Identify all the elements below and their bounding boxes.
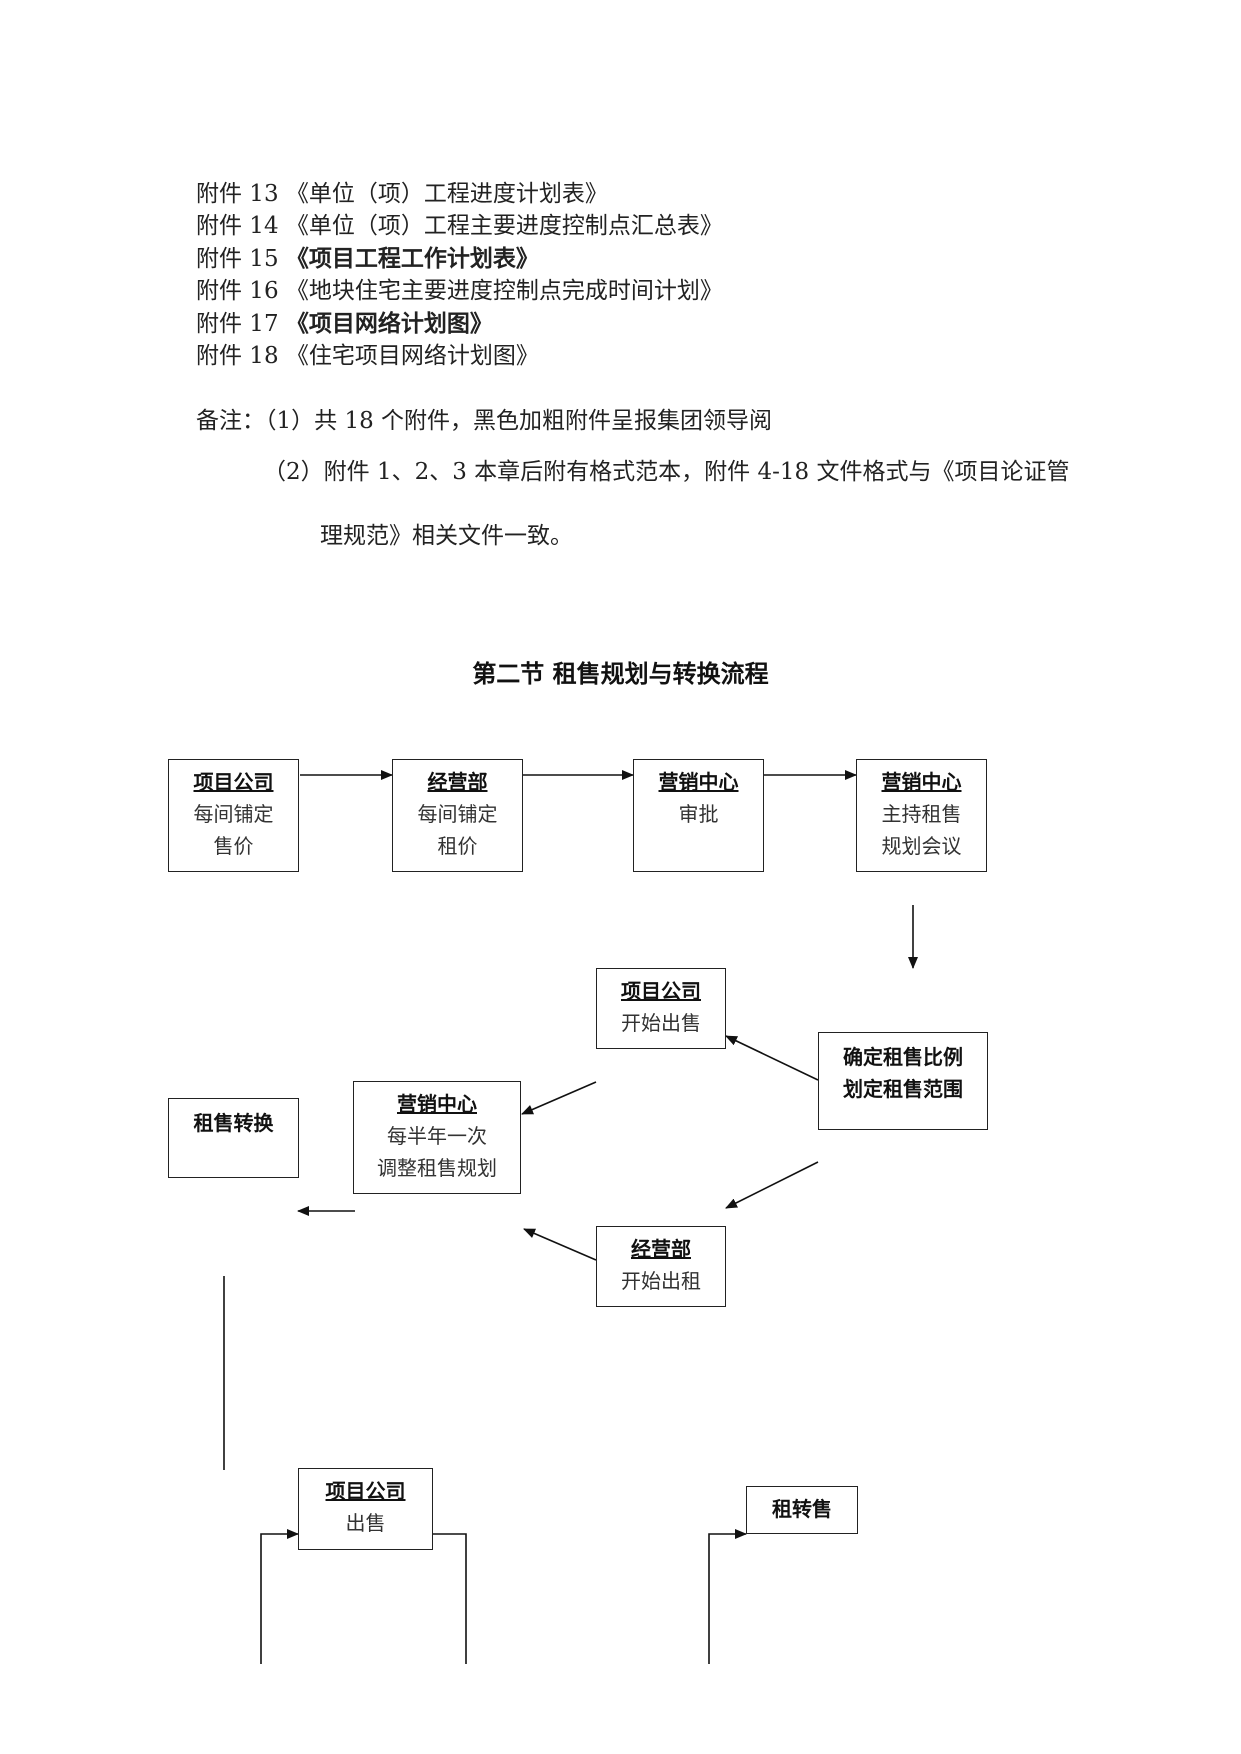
box-rent-sale-conversion-label: 租售转换 [193,1111,274,1135]
arrow-left-b11 [708,1529,747,1664]
box-project-company-start-sale-head: 项目公司 [621,979,701,1003]
arrow-b6-b9 [725,1161,819,1209]
box-operations-start-rent-head: 经营部 [631,1237,691,1261]
box-marketing-approve: 营销中心 审批 [633,759,764,872]
attachment-13: 附件 13 《单位（项）工程进度计划表》 [196,180,608,208]
box-project-company-price-line2: 售价 [213,834,254,858]
attachment-14-title: 《单位（项）工程主要进度控制点汇总表》 [285,213,723,239]
note-line-1: 备注：（1）共 18 个附件，黑色加粗附件呈报集团领导阅 [196,408,773,434]
box-marketing-approve-line1: 审批 [678,802,719,826]
attachment-17-title: 《项目网络计划图》 [285,311,493,337]
attachment-18: 附件 18 《住宅项目网络计划图》 [196,342,539,370]
attachment-15-title: 《项目工程工作计划表》 [285,246,539,272]
attachment-13-number: 附件 13 [196,181,286,207]
box-rent-to-sale: 租转售 [746,1486,858,1534]
arrow-b9-b7 [523,1228,597,1261]
attachment-18-title: 《住宅项目网络计划图》 [285,343,539,369]
box-project-company-price-head: 项目公司 [193,770,274,794]
arrow-left-b10 [260,1529,299,1664]
arrow-b5-b7 [521,1081,597,1115]
box-operations-start-rent: 经营部 开始出租 [596,1226,726,1307]
box-project-company-sell-head: 项目公司 [325,1479,406,1503]
box-ratio-scope-line1: 确定租售比例 [843,1045,963,1069]
box-operations-rent-line1: 每间铺定 [417,802,498,826]
note-line-2: （2）附件 1、2、3 本章后附有格式范本，附件 4-18 文件格式与《项目论证… [263,459,1070,485]
box-project-company-start-sale-line1: 开始出售 [621,1011,701,1035]
attachment-16-title: 《地块住宅主要进度控制点完成时间计划》 [285,278,723,304]
box-marketing-meeting-line1: 主持租售 [881,802,962,826]
note-line-3: 理规范》相关文件一致。 [320,523,573,549]
box-marketing-adjust-line2: 调整租售规划 [377,1156,497,1180]
box-marketing-adjust: 营销中心 每半年一次 调整租售规划 [353,1081,521,1194]
attachment-13-title: 《单位（项）工程进度计划表》 [285,181,608,207]
box-ratio-scope: 确定租售比例 划定租售范围 [818,1032,988,1130]
attachment-16-number: 附件 16 [196,278,286,304]
box-project-company-start-sale: 项目公司 开始出售 [596,968,726,1049]
box-project-company-price-line1: 每间铺定 [193,802,274,826]
attachment-16: 附件 16 《地块住宅主要进度控制点完成时间计划》 [196,277,723,305]
box-marketing-meeting: 营销中心 主持租售 规划会议 [856,759,987,872]
box-marketing-meeting-line2: 规划会议 [881,834,962,858]
box-operations-start-rent-line1: 开始出租 [621,1269,701,1293]
section-title: 第二节 租售规划与转换流程 [472,660,769,688]
attachment-14: 附件 14 《单位（项）工程主要进度控制点汇总表》 [196,212,723,240]
box-marketing-meeting-head: 营销中心 [881,770,962,794]
box-operations-rent-head: 经营部 [427,770,488,794]
box-marketing-approve-head: 营销中心 [658,770,739,794]
box-marketing-adjust-head: 营销中心 [397,1092,477,1116]
arrow-b6-b5 [725,1035,819,1081]
box-rent-sale-conversion: 租售转换 [168,1098,299,1178]
attachment-15: 附件 15 《项目工程工作计划表》 [196,245,539,273]
box-project-company-sell: 项目公司 出售 [298,1468,433,1550]
attachment-18-number: 附件 18 [196,343,286,369]
box-marketing-adjust-line1: 每半年一次 [387,1124,487,1148]
box-operations-rent: 经营部 每间铺定 租价 [392,759,523,872]
attachment-17-number: 附件 17 [196,311,286,337]
line-b10-right [433,1533,467,1664]
attachment-15-number: 附件 15 [196,246,286,272]
box-ratio-scope-line2: 划定租售范围 [843,1077,963,1101]
box-operations-rent-line2: 租价 [437,834,478,858]
attachment-17: 附件 17 《项目网络计划图》 [196,310,493,338]
box-rent-to-sale-label: 租转售 [772,1497,832,1521]
box-project-company-price: 项目公司 每间铺定 售价 [168,759,299,872]
box-project-company-sell-line1: 出售 [345,1511,386,1535]
attachment-14-number: 附件 14 [196,213,286,239]
